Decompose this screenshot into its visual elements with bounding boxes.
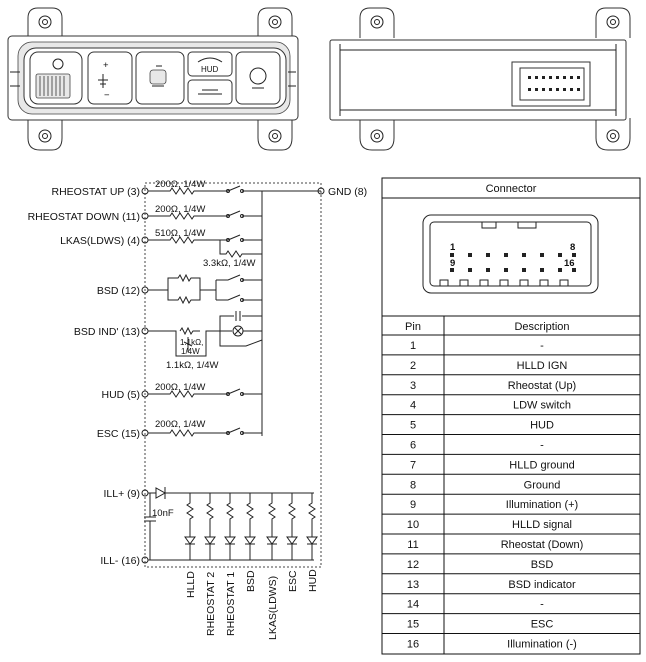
bottom-label-rheostat2: RHEOSTAT 2	[205, 572, 217, 636]
bottom-label-hud: HUD	[307, 569, 319, 592]
switch-front-view: + − HUD	[7, 7, 299, 151]
label-rheostat-down: RHEOSTAT DOWN (11)	[28, 211, 140, 223]
hud-button-label: HUD	[201, 65, 219, 74]
table-cell-pin: 8	[410, 479, 416, 491]
table-cell-description: ESC	[531, 619, 554, 631]
resistor-7-label: 1.1kΩ, 1/4W	[166, 360, 219, 371]
header-pin: Pin	[405, 321, 421, 333]
label-esc: ESC (15)	[97, 428, 140, 440]
bottom-label-rheostat1: RHEOSTAT 1	[225, 572, 237, 636]
table-cell-description: -	[540, 439, 544, 451]
capacitor-label: 10nF	[152, 508, 174, 519]
connector-title: Connector	[486, 183, 537, 195]
led-ladder	[184, 493, 318, 560]
table-cell-description: HLLD IGN	[517, 360, 568, 372]
table-cell-pin: 1	[410, 340, 416, 352]
table-cell-description: HLLD ground	[509, 459, 574, 471]
connector-table: Connector 1 8 9 16 Pi	[381, 177, 641, 655]
svg-text:+: +	[103, 60, 109, 71]
table-cell-description: Rheostat (Down)	[501, 539, 584, 551]
bottom-label-esc: ESC	[287, 570, 299, 592]
table-cell-pin: 9	[410, 499, 416, 511]
table-cell-description: -	[540, 599, 544, 611]
label-ill-plus: ILL+ (9)	[104, 488, 140, 500]
resistor-4-label: 3.3kΩ, 1/4W	[203, 258, 256, 269]
table-cell-pin: 16	[407, 638, 419, 650]
table-cell-description: BSD	[531, 559, 554, 571]
table-cell-pin: 5	[410, 420, 416, 432]
table-cell-pin: 3	[410, 380, 416, 392]
resistor-6-label: 1/4W	[181, 347, 200, 356]
table-cell-description: HUD	[530, 420, 554, 432]
pin-rows: 1 - 2 HLLD IGN 3 Rheostat (Up) 4 LDW switch 5 HUD…	[382, 340, 640, 650]
pin-label-9: 9	[450, 258, 455, 269]
pin-label-16: 16	[564, 258, 575, 269]
label-lkas: LKAS(LDWS) (4)	[60, 235, 140, 247]
connector-drawing: 1 8 9 16	[422, 214, 599, 294]
resistor-9-label: 200Ω, 1/4W	[155, 419, 205, 430]
resistor-1-label: 200Ω, 1/4W	[155, 179, 205, 190]
table-cell-description: Illumination (+)	[506, 499, 578, 511]
label-gnd: GND (8)	[328, 186, 367, 198]
table-cell-pin: 12	[407, 559, 419, 571]
label-bsd: BSD (12)	[97, 285, 140, 297]
switch-rear-view	[329, 7, 631, 151]
table-cell-description: BSD indicator	[508, 579, 576, 591]
resistor-8-label: 200Ω, 1/4W	[155, 382, 205, 393]
pin-label-1: 1	[450, 242, 456, 253]
table-cell-pin: 4	[410, 400, 416, 412]
table-cell-description: HLLD signal	[512, 519, 572, 531]
bottom-label-bsd: BSD	[245, 570, 257, 592]
bottom-labels: HLLD RHEOSTAT 2 RHEOSTAT 1 BSD LKAS(LDWS…	[185, 569, 319, 640]
table-cell-pin: 13	[407, 579, 419, 591]
table-cell-pin: 15	[407, 619, 419, 631]
table-cell-pin: 7	[410, 459, 416, 471]
table-cell-description: -	[540, 340, 544, 352]
table-cell-description: Rheostat (Up)	[508, 380, 576, 392]
table-cell-pin: 10	[407, 519, 419, 531]
resistor-5-label: 1.1kΩ,	[180, 338, 203, 347]
bottom-label-hlld: HLLD	[185, 571, 197, 598]
label-bsd-ind: BSD IND' (13)	[74, 326, 140, 338]
circuit-schematic: RHEOSTAT UP (3) RHEOSTAT DOWN (11) LKAS(…	[28, 179, 367, 568]
table-cell-description: Ground	[524, 479, 561, 491]
label-rheostat-up: RHEOSTAT UP (3)	[52, 186, 141, 198]
header-description: Description	[514, 321, 569, 333]
label-ill-minus: ILL- (16)	[100, 555, 140, 567]
table-cell-pin: 2	[410, 360, 416, 372]
table-cell-description: LDW switch	[513, 400, 571, 412]
pin-label-8: 8	[570, 242, 575, 253]
resistor-2-label: 200Ω, 1/4W	[155, 204, 205, 215]
bottom-label-lkas: LKAS(LDWS)	[267, 576, 279, 640]
label-hud: HUD (5)	[102, 389, 141, 401]
table-cell-pin: 6	[410, 439, 416, 451]
table-cell-description: Illumination (-)	[507, 638, 577, 650]
svg-text:−: −	[104, 90, 110, 101]
table-cell-pin: 14	[407, 599, 419, 611]
resistor-3-label: 510Ω, 1/4W	[155, 228, 205, 239]
table-cell-pin: 11	[407, 539, 418, 551]
